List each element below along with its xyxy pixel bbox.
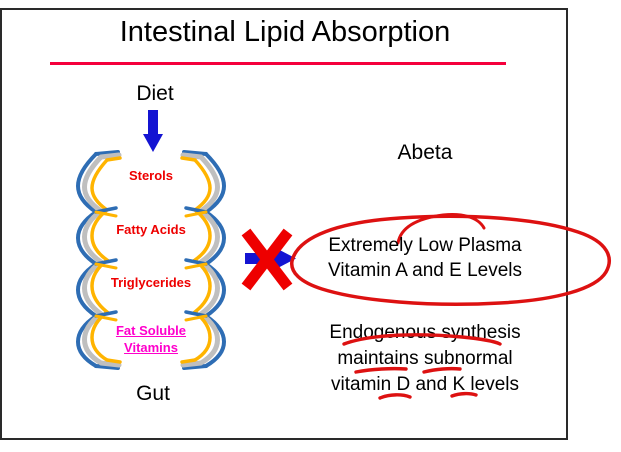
lumen-label-fatty-acids: Fatty Acids: [116, 222, 186, 237]
lumen-label-triglycerides: Triglycerides: [110, 275, 192, 290]
endogenous-line-3: vitamin D and K levels: [331, 374, 519, 395]
endogenous-line-2: maintains subnormal: [337, 348, 513, 369]
title-underline-rule: [50, 62, 506, 65]
page-title: Intestinal Lipid Absorption: [119, 16, 451, 48]
circled-annotation-text: Extremely Low Plasma Vitamin A and E Lev…: [318, 233, 532, 283]
circled-line-1: Extremely Low Plasma: [328, 235, 522, 256]
abeta-label: Abeta: [397, 141, 453, 164]
gut-label: Gut: [136, 382, 170, 405]
endogenous-synthesis-text: Endogenous synthesis maintains subnormal…: [300, 320, 550, 398]
circled-line-2: Vitamin A and E Levels: [328, 260, 522, 281]
lumen-label-fat-soluble-vitamins: Fat Soluble Vitamins: [71, 322, 231, 356]
fat-soluble-line2: Vitamins: [124, 340, 178, 355]
fat-soluble-line1: Fat Soluble: [115, 323, 187, 338]
diet-label: Diet: [136, 82, 174, 105]
lumen-label-sterols: Sterols: [128, 168, 174, 183]
endogenous-line-1: Endogenous synthesis: [329, 322, 521, 343]
